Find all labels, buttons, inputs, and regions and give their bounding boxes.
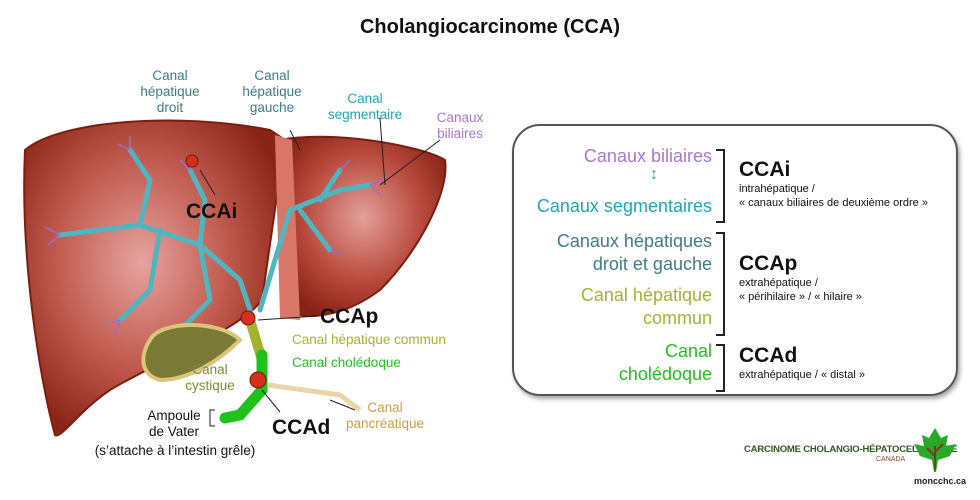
logo-url[interactable]: moncchc.ca (914, 476, 967, 486)
maple-leaf-icon (914, 428, 956, 472)
panel-canaux-hepatiques: Canaux hépatiques droit et gauche (556, 231, 712, 274)
falciform-ligament (275, 135, 300, 320)
label-canal-hepatique-gauche: Canal hépatique gauche (242, 68, 302, 115)
panel-ccap-desc2: « périhilaire » / « hilaire » (739, 291, 862, 303)
panel-canal-hepatique-commun: Canal hépatique commun (580, 285, 712, 328)
label-canal-hepatique-droit: Canal hépatique droit (140, 68, 200, 115)
panel-ccad-code: CCAd (739, 344, 798, 367)
page-title: Cholangiocarcinome (CCA) (359, 16, 621, 38)
panel-ccap-code: CCAp (739, 252, 798, 275)
pancreatic-duct (267, 382, 362, 412)
bile-duct-tree (57, 147, 373, 333)
classification-panel: Canaux biliaires ↕ Canaux segmentaires C… (512, 124, 958, 396)
label-ampoule-note: (s’attache à l’intestin grêle) (94, 443, 256, 458)
panel-ccap: CCAp extrahépatique / « périhilaire » / … (739, 252, 862, 304)
label-ccad: CCAd (272, 416, 331, 439)
panel-canaux-biliaires: Canaux biliaires (583, 146, 712, 166)
liver-illustration (23, 117, 447, 437)
panel-ccad-desc1: extrahépatique / « distal » (739, 369, 865, 381)
bracket-ccad (716, 344, 725, 392)
panel-canaux-segmentaires: Canaux segmentaires (536, 196, 712, 216)
bracket-ccai (716, 149, 725, 223)
bracket-ccap (716, 232, 725, 336)
liver-left-lobe (278, 135, 447, 317)
panel-ccai: CCAi intrahépatique / « canaux biliaires… (739, 158, 928, 210)
label-canal-pancreatique: Canal pancréatique (345, 400, 425, 431)
label-canal-hepatique-commun: Canal hépatique commun (292, 332, 446, 347)
double-arrow-icon: ↕ (650, 166, 658, 183)
panel-ccai-desc2: « canaux biliaires de deuxième ordre » (739, 197, 928, 209)
label-ccai: CCAi (186, 200, 238, 223)
panel-ccai-desc1: intrahépatique / (739, 183, 815, 195)
label-canaux-biliaires: Canaux biliaires (436, 110, 484, 141)
label-canal-choledoque: Canal cholédoque (292, 355, 401, 370)
label-ampoule-de-vater: Ampoule de Vater (147, 408, 201, 439)
logo-name: CARCINOME CHOLANGIO-HÉPATOCELLULAIRE (744, 444, 958, 455)
liver-right-lobe (23, 119, 287, 437)
logo-country: CANADA (876, 456, 906, 463)
tumors (185, 154, 267, 389)
panel-ccap-desc1: extrahépatique / (739, 277, 818, 289)
panel-canal-choledoque: Canal cholédoque (618, 341, 712, 384)
label-ccap: CCAp (320, 305, 379, 328)
gallbladder (141, 323, 243, 383)
panel-ccai-code: CCAi (739, 158, 791, 181)
panel-ccad: CCAd extrahépatique / « distal » (739, 344, 865, 382)
label-canal-segmentaire: Canal segmentaire (327, 91, 403, 122)
label-canal-cystique: Canal cystique (185, 362, 235, 393)
